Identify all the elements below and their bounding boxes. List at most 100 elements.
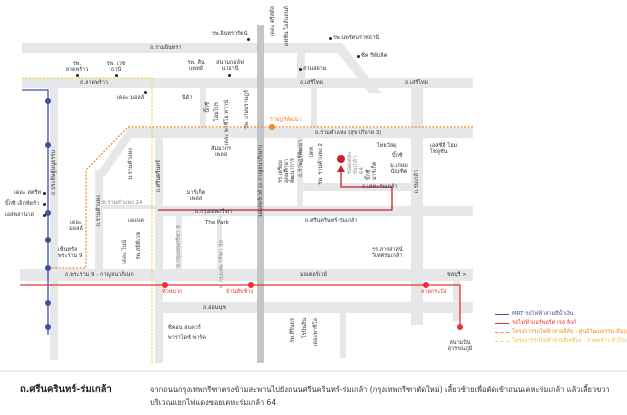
arl-station-icon	[162, 282, 168, 288]
poi-label: The Park	[205, 220, 229, 226]
poi-label: เอสพลานาด	[5, 212, 35, 218]
mrt-station-icon	[45, 142, 51, 148]
poi-label: รพ. รามคำแหง 2	[318, 143, 324, 185]
legend-yellow: โครงการรถไฟฟ้าสายสีเหลือง : ลาดพร้าว-สำโ…	[495, 337, 627, 345]
legend-orange: โครงการรถไฟฟ้าสายสีส้ม : ศูนย์วัฒนธรรม-ม…	[495, 328, 627, 336]
poi-dot-icon	[299, 68, 302, 71]
poi-label: มาร์เก็ต เพลส	[186, 190, 206, 202]
poi-label: นิด้า	[182, 95, 193, 101]
orange-station-icon	[269, 124, 275, 130]
motorway-road	[257, 25, 264, 363]
poi-dot-icon	[228, 74, 231, 77]
road-label: ซ.กรุงเทพกรีฑา 8	[176, 225, 182, 268]
poi-label: บิ๊กซี	[392, 153, 403, 159]
poi-label: เอแบค	[128, 218, 144, 224]
road-label: ชลบุรี >	[447, 272, 467, 278]
poi-dot-icon	[329, 37, 332, 40]
legend-mrt: MRT รถไฟฟ้าสายสีน้ำเงิน	[495, 310, 573, 318]
road-label: ถ.พระราม 9 - กาญจนาภิเษก	[65, 272, 134, 278]
road-soi-e	[297, 138, 303, 206]
poi-label: พาราไดซ์ พาร์ค	[168, 335, 206, 341]
mrt-station-icon	[45, 300, 51, 306]
mrt-station-icon	[45, 210, 51, 216]
road-soi-h	[453, 281, 460, 321]
road-label: ถ.อ่อนนุช	[203, 305, 226, 311]
legend-label: โครงการรถไฟฟ้าสายสีส้ม : ศูนย์วัฒนธรรม-ม…	[512, 329, 627, 335]
poi-dot-icon	[43, 192, 46, 195]
poi-label: รพ.สมิติเวช	[136, 232, 142, 260]
poi-label: ม.รามคำแหง	[128, 148, 134, 180]
poi-dot-icon	[43, 203, 46, 206]
poi-label: รร.เตรียมอุดมศึกษาพัฒนาการ	[278, 158, 296, 183]
mrt-station-icon	[45, 265, 51, 271]
poi-dot-icon	[357, 55, 360, 58]
station-label: บ้านทับช้าง	[226, 289, 253, 295]
poi-label: เดอะ มอลล์	[117, 95, 145, 101]
directions-title: ถ.ศรีนครินทร์-ร่มเกล้า	[20, 384, 112, 395]
arl-station-icon	[248, 282, 254, 288]
station-label: ลาดกระบัง	[421, 289, 447, 295]
poi-label: เดอะ สตรีท	[14, 190, 41, 196]
poi-dot-icon	[247, 38, 250, 41]
mrt-station-icon	[45, 324, 51, 330]
road-label: มอเตอร์เวย์	[300, 272, 327, 278]
road-srinakarin	[155, 138, 163, 363]
road-label: ซ.รามคำแหง 24	[102, 200, 143, 206]
road-rama9	[20, 269, 473, 281]
station-label: หัวหมาก	[162, 289, 183, 295]
poi-label: ซีค รีพับลิค	[361, 53, 388, 59]
legend-arl: รถไฟฟ้าแอร์พอร์ต เรล ลิงก์	[495, 319, 576, 327]
poi-label: รพ.อินทรารัตน์	[212, 31, 248, 37]
poi-label: รพ. สินแพทย์	[187, 60, 205, 72]
poi-dot-icon	[43, 214, 46, 217]
road-label: ถ.เสรีไทย	[300, 80, 323, 86]
legend-label: MRT รถไฟฟ้าสายสีน้ำเงิน	[512, 311, 574, 317]
road-ramkhamhaeng	[128, 128, 473, 138]
poi-label: เดอะ พาซิโอ ทาวน์	[224, 100, 230, 146]
poi-label: รร.สารสาสน์ วิเทศร่มเกล้า	[372, 247, 403, 259]
poi-label: โฮมโปร	[214, 102, 220, 122]
orange-line	[50, 126, 473, 269]
poi-label: รพ. เวชธานี	[106, 61, 126, 73]
road-ramintra	[22, 43, 337, 53]
mrt-station-icon	[45, 237, 51, 243]
poi-label: รพ. เกษมราษฎร์	[244, 90, 250, 129]
road-label: ถ.ราษฎร์พัฒนา	[298, 140, 304, 177]
divider	[0, 370, 627, 372]
route-map: ถ.รามอินทรา ถ.ลาดพร้าว ถ.เสรีไทย ถ.เสรีไ…	[5, 6, 627, 363]
road-soi-f	[176, 216, 182, 269]
arl-station-icon	[423, 282, 429, 288]
legend-label: รถไฟฟ้าแอร์พอร์ต เรล ลิงก์	[512, 320, 577, 326]
poi-dot-icon	[115, 74, 118, 77]
road-soi-g	[217, 216, 222, 269]
road-label: ถ.กรุงเทพกรีฑา	[195, 209, 233, 215]
road-ramkhamhaeng-v	[95, 170, 103, 270]
poi-label: รพ.นพรัตนราชธานี	[333, 35, 379, 41]
poi-dot-icon	[144, 91, 147, 94]
road-label: ถ.รามอินทรา	[150, 45, 182, 51]
poi-label: รพ. ลาดพร้าว	[65, 61, 89, 73]
road-label: ถ.เสรีไทย	[405, 80, 428, 86]
poi-label: โรบินสัน	[302, 318, 308, 339]
poi-label: เดอะ มอลล์	[69, 220, 83, 232]
poi-label: ปตท.	[309, 145, 315, 158]
mrt-line	[22, 89, 49, 335]
yellow-line	[22, 77, 153, 363]
road-soi-d	[411, 88, 423, 128]
poi-label: เดอะ ไนน์	[122, 240, 128, 264]
road-label: ถ.ศรีนครินทร์	[156, 160, 162, 193]
road-ladprao	[22, 78, 473, 88]
route-path	[158, 170, 393, 211]
road-label: ถ.ประดิษฐ์มนูธรรม	[51, 150, 57, 195]
road-label: ถ.รามคำแหง	[96, 195, 102, 227]
road-label: ถ.ร่มเกล้า	[414, 170, 420, 194]
road-soi-a	[200, 88, 206, 128]
poi-label: สนามกอล์ฟ นวธานี	[216, 60, 244, 72]
legend-label: โครงการรถไฟฟ้าสายสีเหลือง : ลาดพร้าว-สำโ…	[512, 338, 627, 344]
road-onnut	[160, 302, 473, 313]
poi-label: บิ๊กซี	[205, 102, 211, 113]
road-soi-i	[340, 313, 346, 358]
poi-label: เอสซีจี โฮม โซลูชั่น	[430, 143, 458, 155]
road-label: ซ.กรุงเทพ กรีฑา 30	[219, 240, 225, 289]
poi-label: เซ็นทรัล พระราม 9	[58, 247, 83, 259]
